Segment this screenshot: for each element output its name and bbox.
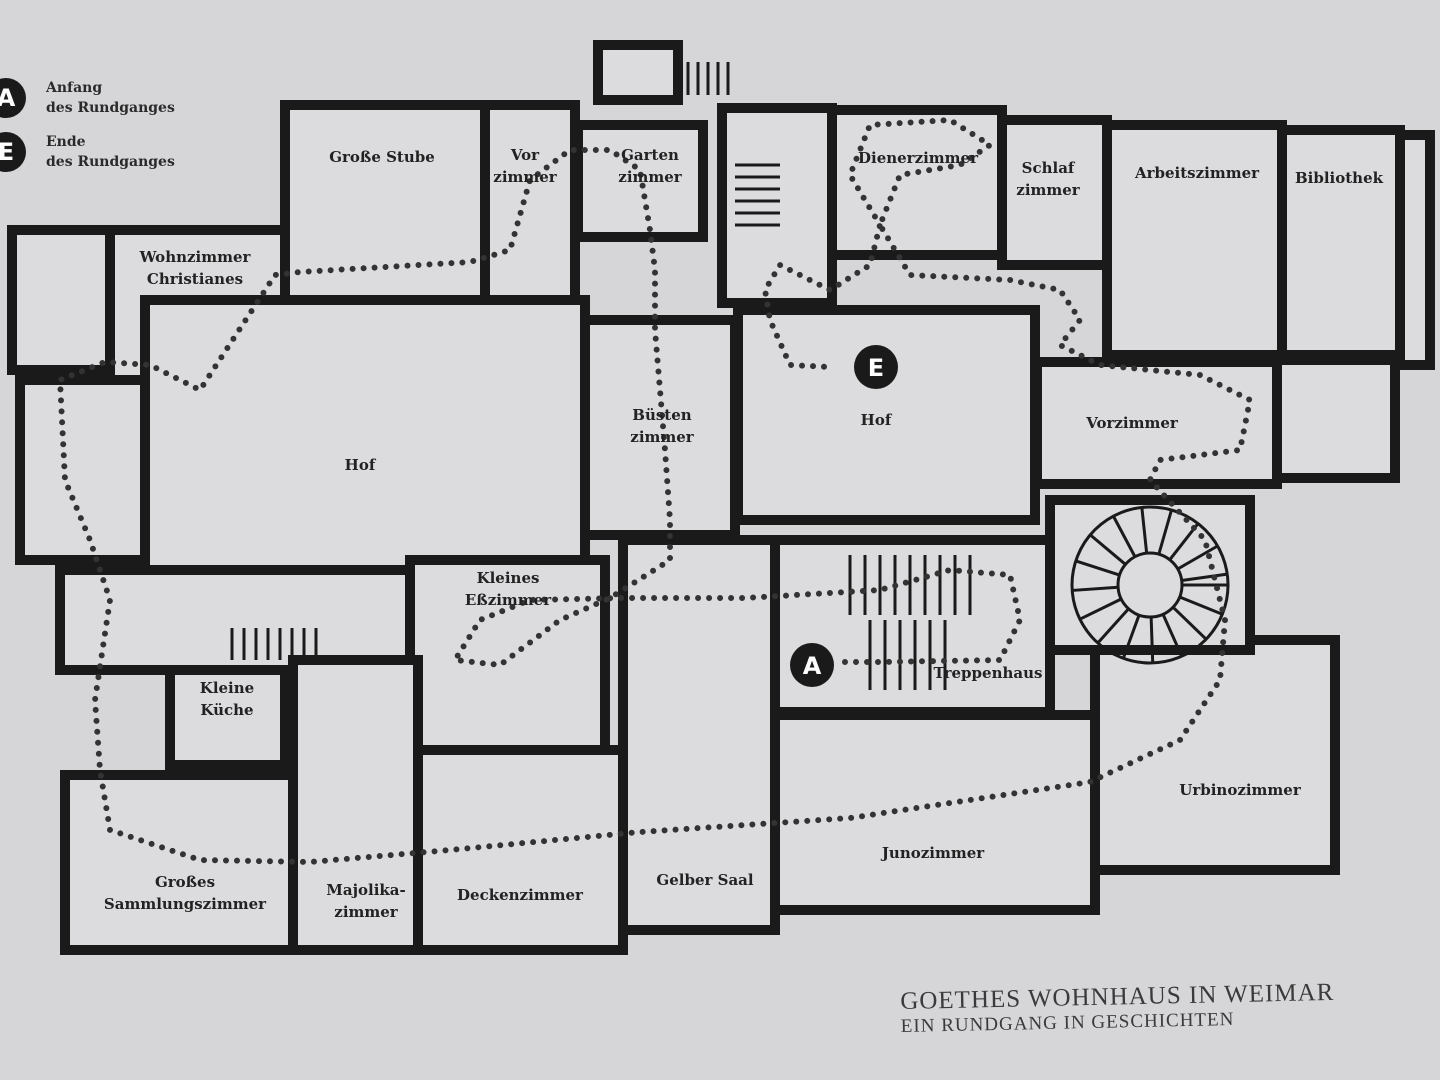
staircases xyxy=(230,62,1230,690)
room-label-kleine-kueche: Küche xyxy=(200,701,253,719)
room-label-gelber-saal: Gelber Saal xyxy=(656,871,753,889)
room-label-kleines-esszimmer: Eßzimmer xyxy=(465,591,552,609)
stair-step xyxy=(1157,509,1173,555)
stair-step xyxy=(1179,595,1223,616)
tour-route xyxy=(56,116,1254,866)
room-label-majolikazimmer: Majolika- xyxy=(326,881,406,899)
room-corridor-left xyxy=(15,375,150,565)
room-tower xyxy=(593,40,683,105)
room-label-deckenzimmer: Deckenzimmer xyxy=(457,886,584,904)
room-label-majolikazimmer: zimmer xyxy=(334,903,399,921)
stair-step xyxy=(1075,559,1121,577)
stair-step xyxy=(1176,544,1219,571)
room-label-junozimmer: Junozimmer xyxy=(880,844,985,862)
room-label-grosses-sammlungszimmer: Großes xyxy=(155,873,215,891)
room-gelber-saal xyxy=(618,535,780,935)
room-label-bibliothek: Bibliothek xyxy=(1295,169,1384,187)
room-label-vorzimmer-top: zimmer xyxy=(493,168,558,186)
room-deckenzimmer xyxy=(413,745,628,955)
room-schlafzimmer xyxy=(997,115,1112,270)
stair-step xyxy=(1171,606,1208,641)
stair-step xyxy=(1089,533,1127,566)
room-urbinozimmer xyxy=(1090,635,1340,875)
room-label-vorzimmer-top: Vor xyxy=(510,146,540,164)
room-label-kleine-kueche: Kleine xyxy=(200,679,254,697)
stair-step xyxy=(1112,515,1137,558)
start-badge-icon: A xyxy=(0,78,26,118)
room-left-small xyxy=(7,225,115,375)
room-dienerzimmer xyxy=(827,105,1007,260)
legend-start-line1: Anfang xyxy=(46,80,103,96)
stair-step xyxy=(1121,614,1141,659)
room-kleines-esszimmer xyxy=(405,555,610,755)
room-label-schlafzimmer: zimmer xyxy=(1016,181,1081,199)
room-label-buestenzimmer: zimmer xyxy=(630,428,695,446)
room-label-gartenzimmer: Garten xyxy=(621,146,679,164)
stair-step xyxy=(1161,613,1184,657)
room-label-buestenzimmer: Büsten xyxy=(632,406,692,424)
caption: GOETHES WOHNHAUS IN WEIMAR EIN RUNDGANG … xyxy=(900,979,1335,1038)
room-label-vorzimmer-right: Vorzimmer xyxy=(1085,414,1179,432)
room-label-schlafzimmer: Schlaf xyxy=(1022,159,1076,177)
legend: A Anfang des Rundganges E Ende des Rundgan… xyxy=(0,78,175,186)
start-marker: A xyxy=(790,643,834,687)
room-label-grosse-stube: Große Stube xyxy=(329,148,435,166)
room-label-hof-left: Hof xyxy=(345,456,377,474)
end-marker-label: E xyxy=(868,354,884,382)
legend-start: A Anfang des Rundganges xyxy=(0,78,175,118)
room-junozimmer xyxy=(770,710,1100,915)
legend-end: E Ende des Rundganges xyxy=(0,132,175,172)
room-label-dienerzimmer: Dienerzimmer xyxy=(858,149,979,167)
end-marker: E xyxy=(854,345,898,389)
room-label-grosses-sammlungszimmer: Sammlungszimmer xyxy=(104,895,267,913)
room-arbeitszimmer xyxy=(1102,120,1287,360)
stair-step xyxy=(1096,607,1130,644)
stair-step xyxy=(1149,616,1155,664)
room-gartenzimmer xyxy=(573,120,708,242)
room-majolikazimmer xyxy=(288,655,423,955)
stair-step xyxy=(1072,585,1119,592)
room-label-arbeitszimmer: Arbeitszimmer xyxy=(1134,164,1260,182)
room-label-gartenzimmer: zimmer xyxy=(618,168,683,186)
legend-end-line2: des Rundganges xyxy=(46,154,175,170)
room-bibliothek xyxy=(1277,125,1405,360)
room-hof-right xyxy=(733,305,1040,525)
room-kleine-kueche xyxy=(165,660,290,770)
room-label-wohnzimmer-christianes: Christianes xyxy=(147,270,243,288)
stair-step xyxy=(1140,507,1149,554)
room-label-kleines-esszimmer: Kleines xyxy=(477,569,540,587)
room-label-wohnzimmer-christianes: Wohnzimmer xyxy=(139,248,252,266)
room-label-treppenhaus: Treppenhaus xyxy=(934,664,1043,682)
room-label-hof-right: Hof xyxy=(861,411,893,429)
legend-start-line2: des Rundganges xyxy=(46,100,175,116)
room-hof-left xyxy=(140,295,590,575)
room-right-end xyxy=(1395,130,1435,370)
room-grosse-stube xyxy=(280,100,490,315)
room-vorzimmer-top xyxy=(480,100,580,310)
room-right-small xyxy=(1272,355,1400,483)
stair-step xyxy=(1181,572,1228,583)
room-label-urbinozimmer: Urbinozimmer xyxy=(1179,781,1302,799)
end-badge-icon: E xyxy=(0,132,26,172)
stair-step xyxy=(1079,597,1122,621)
start-marker-label: A xyxy=(803,652,822,680)
legend-end-line1: Ende xyxy=(46,134,86,150)
room-corridor-lower xyxy=(55,565,415,675)
